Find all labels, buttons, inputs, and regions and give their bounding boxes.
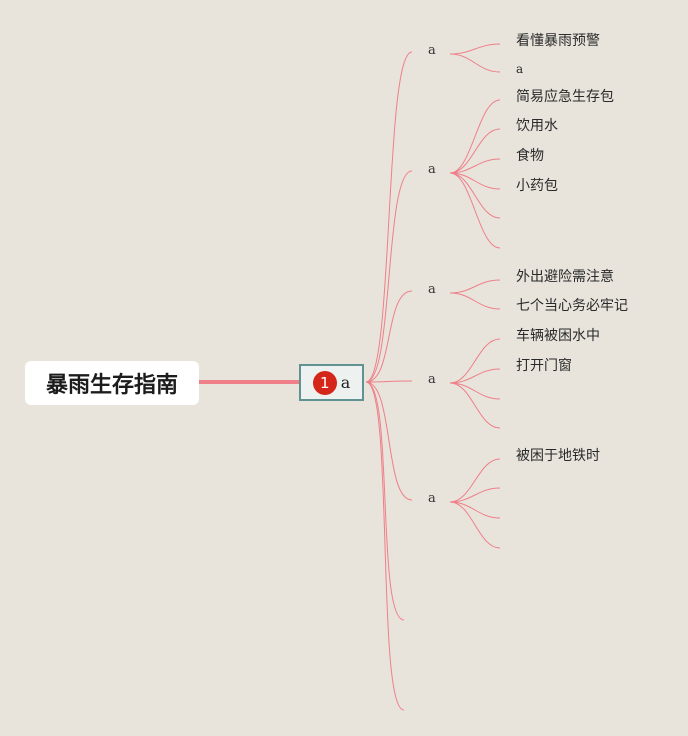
branch-link-6 bbox=[365, 381, 405, 621]
root-title: 暴雨生存指南 bbox=[45, 373, 178, 398]
leaf-link-2-2 bbox=[449, 128, 501, 174]
leaf-link-2-5 bbox=[449, 172, 501, 219]
leaf-node-4-1[interactable]: 车辆被困水中 bbox=[516, 328, 600, 344]
leaf-node-1-2[interactable]: a bbox=[516, 62, 524, 76]
leaf-node-2-3[interactable]: 食物 bbox=[516, 148, 544, 164]
leaf-link-4-4 bbox=[449, 382, 501, 429]
leaf-link-5-4 bbox=[449, 501, 501, 549]
leaf-link-3-1 bbox=[449, 279, 501, 294]
leaf-node-1-1[interactable]: 看懂暴雨预警 bbox=[516, 33, 600, 49]
leaf-link-1-2 bbox=[449, 53, 501, 73]
branch-link-2 bbox=[365, 170, 413, 383]
branch-link-3 bbox=[365, 290, 413, 383]
branch-node-4[interactable]: a bbox=[428, 372, 436, 387]
leaf-node-3-1[interactable]: 外出避险需注意 bbox=[516, 269, 614, 285]
leaf-node-3-2[interactable]: 七个当心务必牢记 bbox=[516, 298, 628, 314]
leaf-link-5-2 bbox=[449, 487, 501, 503]
leaf-node-2-4[interactable]: 小药包 bbox=[516, 178, 558, 194]
branch-node-2[interactable]: a bbox=[428, 162, 436, 177]
leaf-link-4-1 bbox=[449, 338, 501, 384]
leaf-node-5-1[interactable]: 被困于地铁时 bbox=[516, 448, 600, 464]
branch-link-5 bbox=[365, 381, 413, 501]
root-node[interactable]: 暴雨生存指南 bbox=[25, 361, 199, 405]
leaf-node-2-2[interactable]: 饮用水 bbox=[516, 118, 558, 134]
branch-link-7 bbox=[365, 381, 405, 711]
branch-node-3[interactable]: a bbox=[428, 282, 436, 297]
branch-link-4 bbox=[365, 380, 413, 383]
branch-node-5[interactable]: a bbox=[428, 491, 436, 506]
leaf-link-2-6 bbox=[449, 172, 501, 249]
leaf-link-2-3 bbox=[449, 158, 501, 174]
marker-badge: 1 bbox=[312, 370, 337, 395]
branch-node-1[interactable]: a bbox=[428, 43, 436, 58]
level1-label: a bbox=[340, 373, 351, 392]
leaf-node-4-2[interactable]: 打开门窗 bbox=[516, 358, 572, 374]
leaf-node-2-1[interactable]: 简易应急生存包 bbox=[516, 89, 614, 105]
leaf-link-5-1 bbox=[449, 458, 501, 503]
branch-link-1 bbox=[365, 51, 413, 383]
leaf-link-1-1 bbox=[449, 43, 501, 55]
leaf-link-2-1 bbox=[449, 99, 501, 174]
leaf-link-3-2 bbox=[449, 292, 501, 310]
leaf-link-4-2 bbox=[449, 368, 501, 384]
level1-node[interactable]: 1 a bbox=[299, 364, 364, 401]
